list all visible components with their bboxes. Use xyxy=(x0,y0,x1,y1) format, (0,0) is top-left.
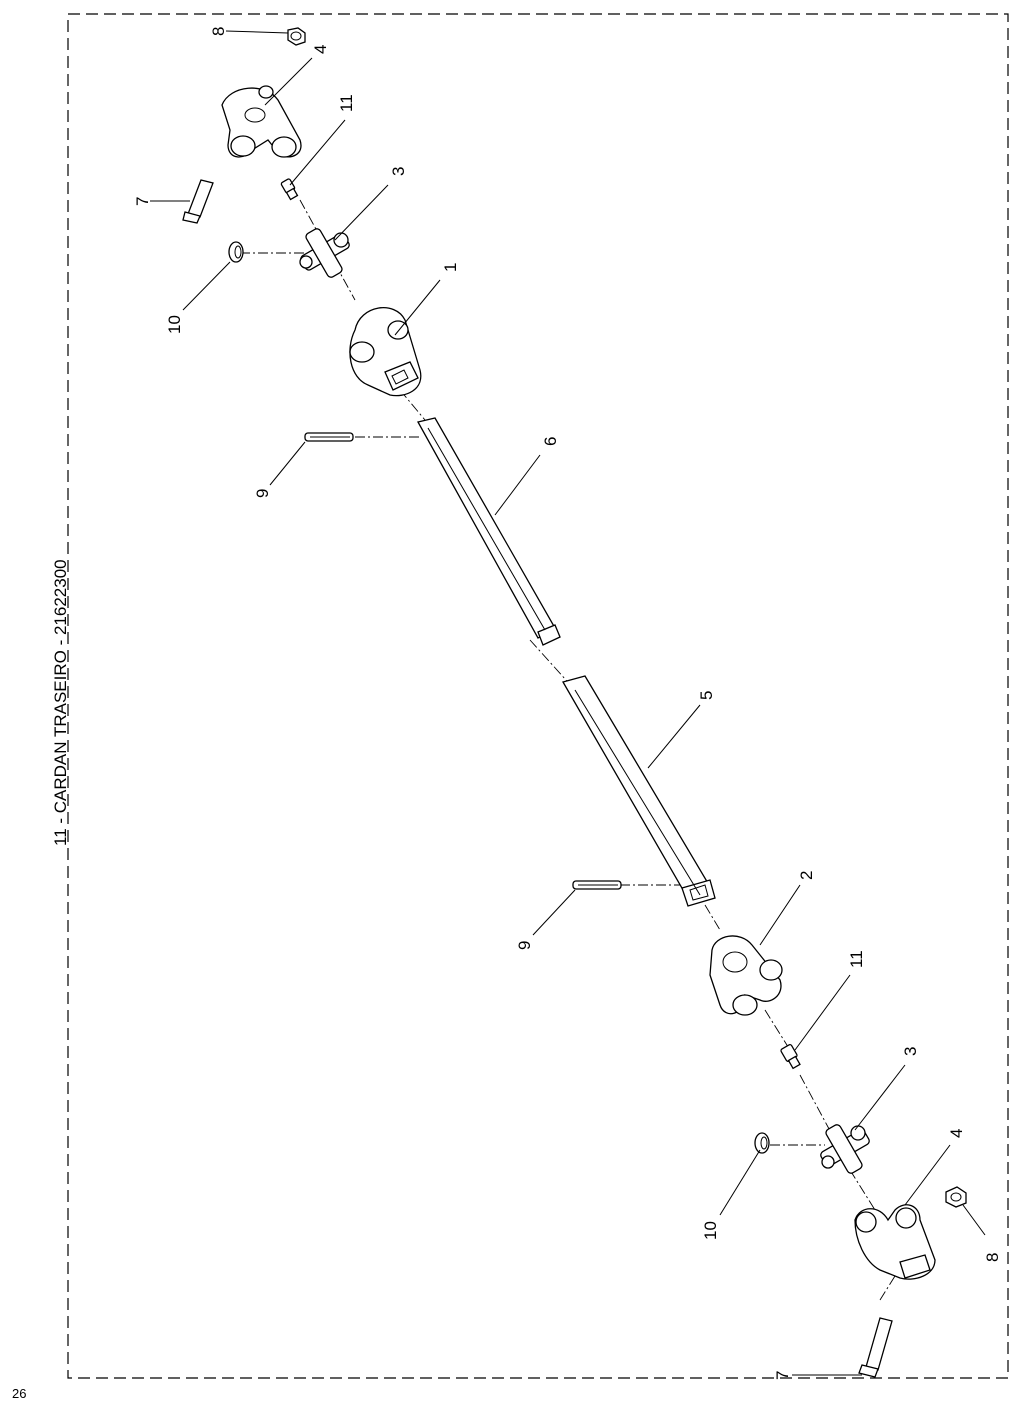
callout-3-top: 3 xyxy=(389,167,408,176)
callout-4-top: 4 xyxy=(311,45,330,54)
callout-5: 5 xyxy=(697,691,716,700)
part-9-spring-pin-top xyxy=(304,432,354,442)
part-9-spring-pin-bottom xyxy=(572,880,622,890)
callout-4-bottom: 4 xyxy=(947,1129,966,1138)
part-10-circlip-top xyxy=(228,241,244,263)
callout-8-top: 8 xyxy=(209,27,228,36)
callout-11-top: 11 xyxy=(337,94,356,112)
callout-7-top: 7 xyxy=(133,197,152,206)
part-1-inner-yoke xyxy=(349,307,422,397)
part-8-nut-bottom xyxy=(945,1186,967,1208)
callout-7-bottom: 7 xyxy=(773,1371,792,1380)
part-11-grease-nipple-bottom xyxy=(780,1044,801,1070)
callout-2: 2 xyxy=(797,871,816,880)
dashed-frame xyxy=(67,13,1009,1379)
callout-8-bottom: 8 xyxy=(983,1253,1002,1262)
callout-11-bottom: 11 xyxy=(847,950,866,968)
part-4-yoke-top xyxy=(221,85,302,158)
part-2-outer-yoke xyxy=(709,935,783,1016)
callout-1: 1 xyxy=(441,263,460,272)
callout-9-top: 9 xyxy=(253,489,272,498)
callout-10-top: 10 xyxy=(165,315,184,334)
part-7-bolt-bottom xyxy=(858,1317,893,1378)
part-7-bolt-top xyxy=(182,179,214,224)
page-title: 11 - CARDAN TRASEIRO - 21622300 xyxy=(51,559,70,846)
callout-6: 6 xyxy=(541,437,560,446)
part-8-nut-top xyxy=(287,27,306,46)
callout-10-bottom: 10 xyxy=(701,1221,720,1240)
part-3-cross-top xyxy=(299,228,350,278)
part-6-inner-profile-tube xyxy=(417,417,561,646)
callout-leaders xyxy=(150,30,986,1376)
part-3-cross-bottom xyxy=(820,1124,870,1174)
part-11-grease-nipple-top xyxy=(280,178,299,201)
page-number: 26 xyxy=(12,1386,27,1401)
callout-9-bottom: 9 xyxy=(515,941,534,950)
callout-3-bottom: 3 xyxy=(901,1047,920,1056)
part-10-circlip-bottom xyxy=(754,1132,770,1154)
part-5-outer-profile-tube xyxy=(562,675,716,907)
part-4-yoke-bottom xyxy=(854,1204,936,1280)
